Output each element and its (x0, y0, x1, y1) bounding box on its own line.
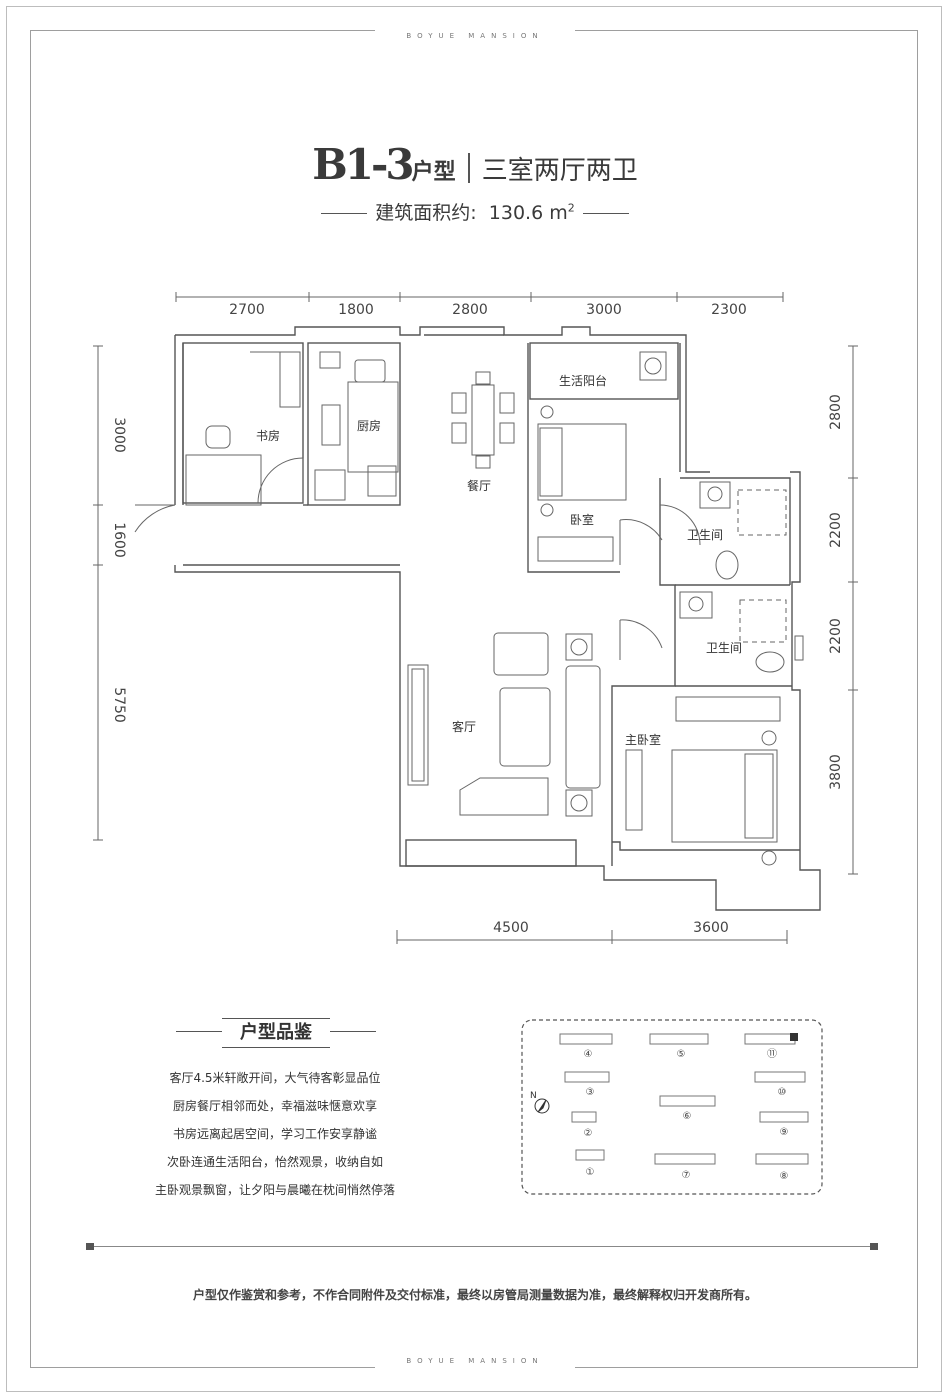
dim-top-1: 2700 (229, 302, 265, 318)
building-4: ④ (584, 1049, 593, 1060)
dim-left-1: 3000 (111, 417, 127, 453)
site-compass (534, 1098, 550, 1114)
dim-right-1: 2800 (828, 394, 844, 430)
bay-windows (407, 664, 643, 831)
site-plan: N ④ ⑤ ⑪ ③ ⑩ ② ⑥ ⑨ ① ⑦ ⑧ (521, 1019, 823, 1195)
brand-top: BOYUE MANSION (375, 29, 575, 43)
intro-list: 客厅4.5米轩敞开间，大气待客彰显品位 厨房餐厅相邻而处，幸福滋味惬意欢享 书房… (130, 1064, 420, 1204)
dim-right-2: 2200 (828, 512, 844, 548)
dim-right-3: 2200 (828, 618, 844, 654)
dim-top-2: 1800 (338, 302, 374, 318)
dim-top-4: 3000 (586, 302, 622, 318)
intro-line-1: 客厅4.5米轩敞开间，大气待客彰显品位 (169, 1071, 381, 1085)
area-unit-sup: 2 (567, 201, 575, 215)
dim-left-3: 5750 (111, 687, 127, 723)
building-6: ⑥ (683, 1111, 692, 1122)
north-label: N (530, 1091, 537, 1101)
intro-ornament-right (330, 1031, 376, 1032)
building-1: ① (586, 1167, 595, 1178)
dim-bottom-2: 3600 (693, 920, 729, 936)
room-bathroom-1: 卫生间 (687, 528, 723, 542)
brand-bottom: BOYUE MANSION (375, 1354, 575, 1368)
highlighted-building (790, 1033, 798, 1041)
building-8: ⑧ (780, 1171, 789, 1182)
floorplan-title: B1-3户型三室两厅两卫 (0, 140, 950, 189)
dim-left-2: 1600 (111, 522, 127, 558)
area-dash-left (321, 213, 368, 214)
floor-plan: 2700 1800 2800 3000 2300 3000 1600 5750 … (93, 292, 858, 944)
unit-type-suffix: 户型 (411, 159, 456, 185)
area-line: 建筑面积约: 130.6 m2 (0, 198, 950, 225)
building-5: ⑤ (677, 1049, 686, 1060)
area-value: 130.6 m (488, 202, 568, 224)
building-3: ③ (586, 1087, 595, 1098)
intro-line-3: 书房远离起居空间，学习工作安享静谧 (172, 1127, 377, 1141)
dimension-labels: 2700 1800 2800 3000 2300 3000 1600 5750 … (111, 302, 844, 936)
disclaimer: 户型仅作鉴赏和参考，不作合同附件及交付标准，最终以房管局测量数据为准，最终解释权… (192, 1288, 757, 1302)
area-dash-right (582, 213, 629, 214)
site-buildings (559, 1033, 809, 1165)
building-9: ⑨ (780, 1127, 789, 1138)
room-bathroom-2: 卫生间 (706, 641, 742, 655)
dim-right-4: 3800 (828, 754, 844, 790)
unit-code: B1-3 (312, 140, 414, 189)
section-divider (86, 1246, 878, 1247)
area-label: 建筑面积约: (375, 202, 477, 224)
outer-frame (6, 6, 942, 1392)
intro-title: 户型品鉴 (222, 1018, 330, 1048)
furniture (185, 351, 804, 866)
room-living: 客厅 (452, 719, 476, 734)
dimension-lines (93, 292, 858, 944)
divider-end-left (86, 1243, 94, 1250)
intro-line-2: 厨房餐厅相邻而处，幸福滋味惬意欢享 (172, 1099, 377, 1113)
room-dining: 餐厅 (467, 478, 491, 493)
dim-top-5: 2300 (711, 302, 747, 318)
building-2: ② (584, 1128, 593, 1139)
dim-top-3: 2800 (452, 302, 488, 318)
intro-line-5: 主卧观景飘窗，让夕阳与晨曦在枕间悄然停落 (154, 1183, 395, 1197)
title-divider (467, 153, 470, 183)
room-bedroom: 卧室 (570, 512, 594, 527)
dim-bottom-1: 4500 (493, 920, 529, 936)
site-building-labels: ④ ⑤ ⑪ ③ ⑩ ② ⑥ ⑨ ① ⑦ ⑧ (584, 1048, 789, 1182)
divider-end-right (870, 1243, 878, 1250)
room-study: 书房 (256, 428, 280, 443)
building-10: ⑩ (778, 1087, 787, 1098)
doors (134, 400, 701, 660)
room-kitchen: 厨房 (357, 418, 381, 433)
intro-ornament-left (176, 1031, 222, 1032)
room-service-balcony: 生活阳台 (559, 373, 607, 388)
room-labels: 书房 厨房 餐厅 生活阳台 卧室 卫生间 卫生间 客厅 主卧室 (256, 373, 742, 747)
intro-line-4: 次卧连通生活阳台，怡然观景，收纳自如 (166, 1155, 383, 1169)
building-7: ⑦ (682, 1170, 691, 1181)
building-11: ⑪ (767, 1048, 777, 1060)
walls (174, 326, 821, 911)
room-layout: 三室两厅两卫 (481, 156, 638, 186)
room-master-bedroom: 主卧室 (625, 732, 661, 747)
